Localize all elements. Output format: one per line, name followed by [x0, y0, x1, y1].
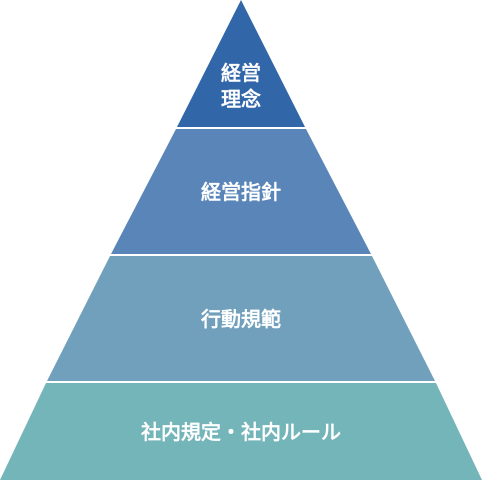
tier-code-of-conduct-label: 行動規範 [200, 307, 281, 331]
tier-internal-rules-label: 社内規定・社内ルール [140, 420, 341, 444]
tier-guidelines: 経営指針 [111, 129, 371, 254]
tier-guidelines-shape [111, 129, 371, 254]
tier-philosophy: 経営 理念 [177, 0, 305, 127]
tier-code-of-conduct: 行動規範 [47, 256, 435, 381]
tier-philosophy-shape [177, 0, 305, 127]
tier-internal-rules: 社内規定・社内ルール [0, 383, 482, 480]
tier-code-of-conduct-shape [47, 256, 435, 381]
tier-philosophy-label-line-1: 経営 [221, 61, 261, 85]
tier-guidelines-label: 経営指針 [201, 180, 281, 204]
tier-philosophy-label-line-2: 理念 [221, 87, 261, 111]
tier-internal-rules-shape [0, 383, 482, 480]
